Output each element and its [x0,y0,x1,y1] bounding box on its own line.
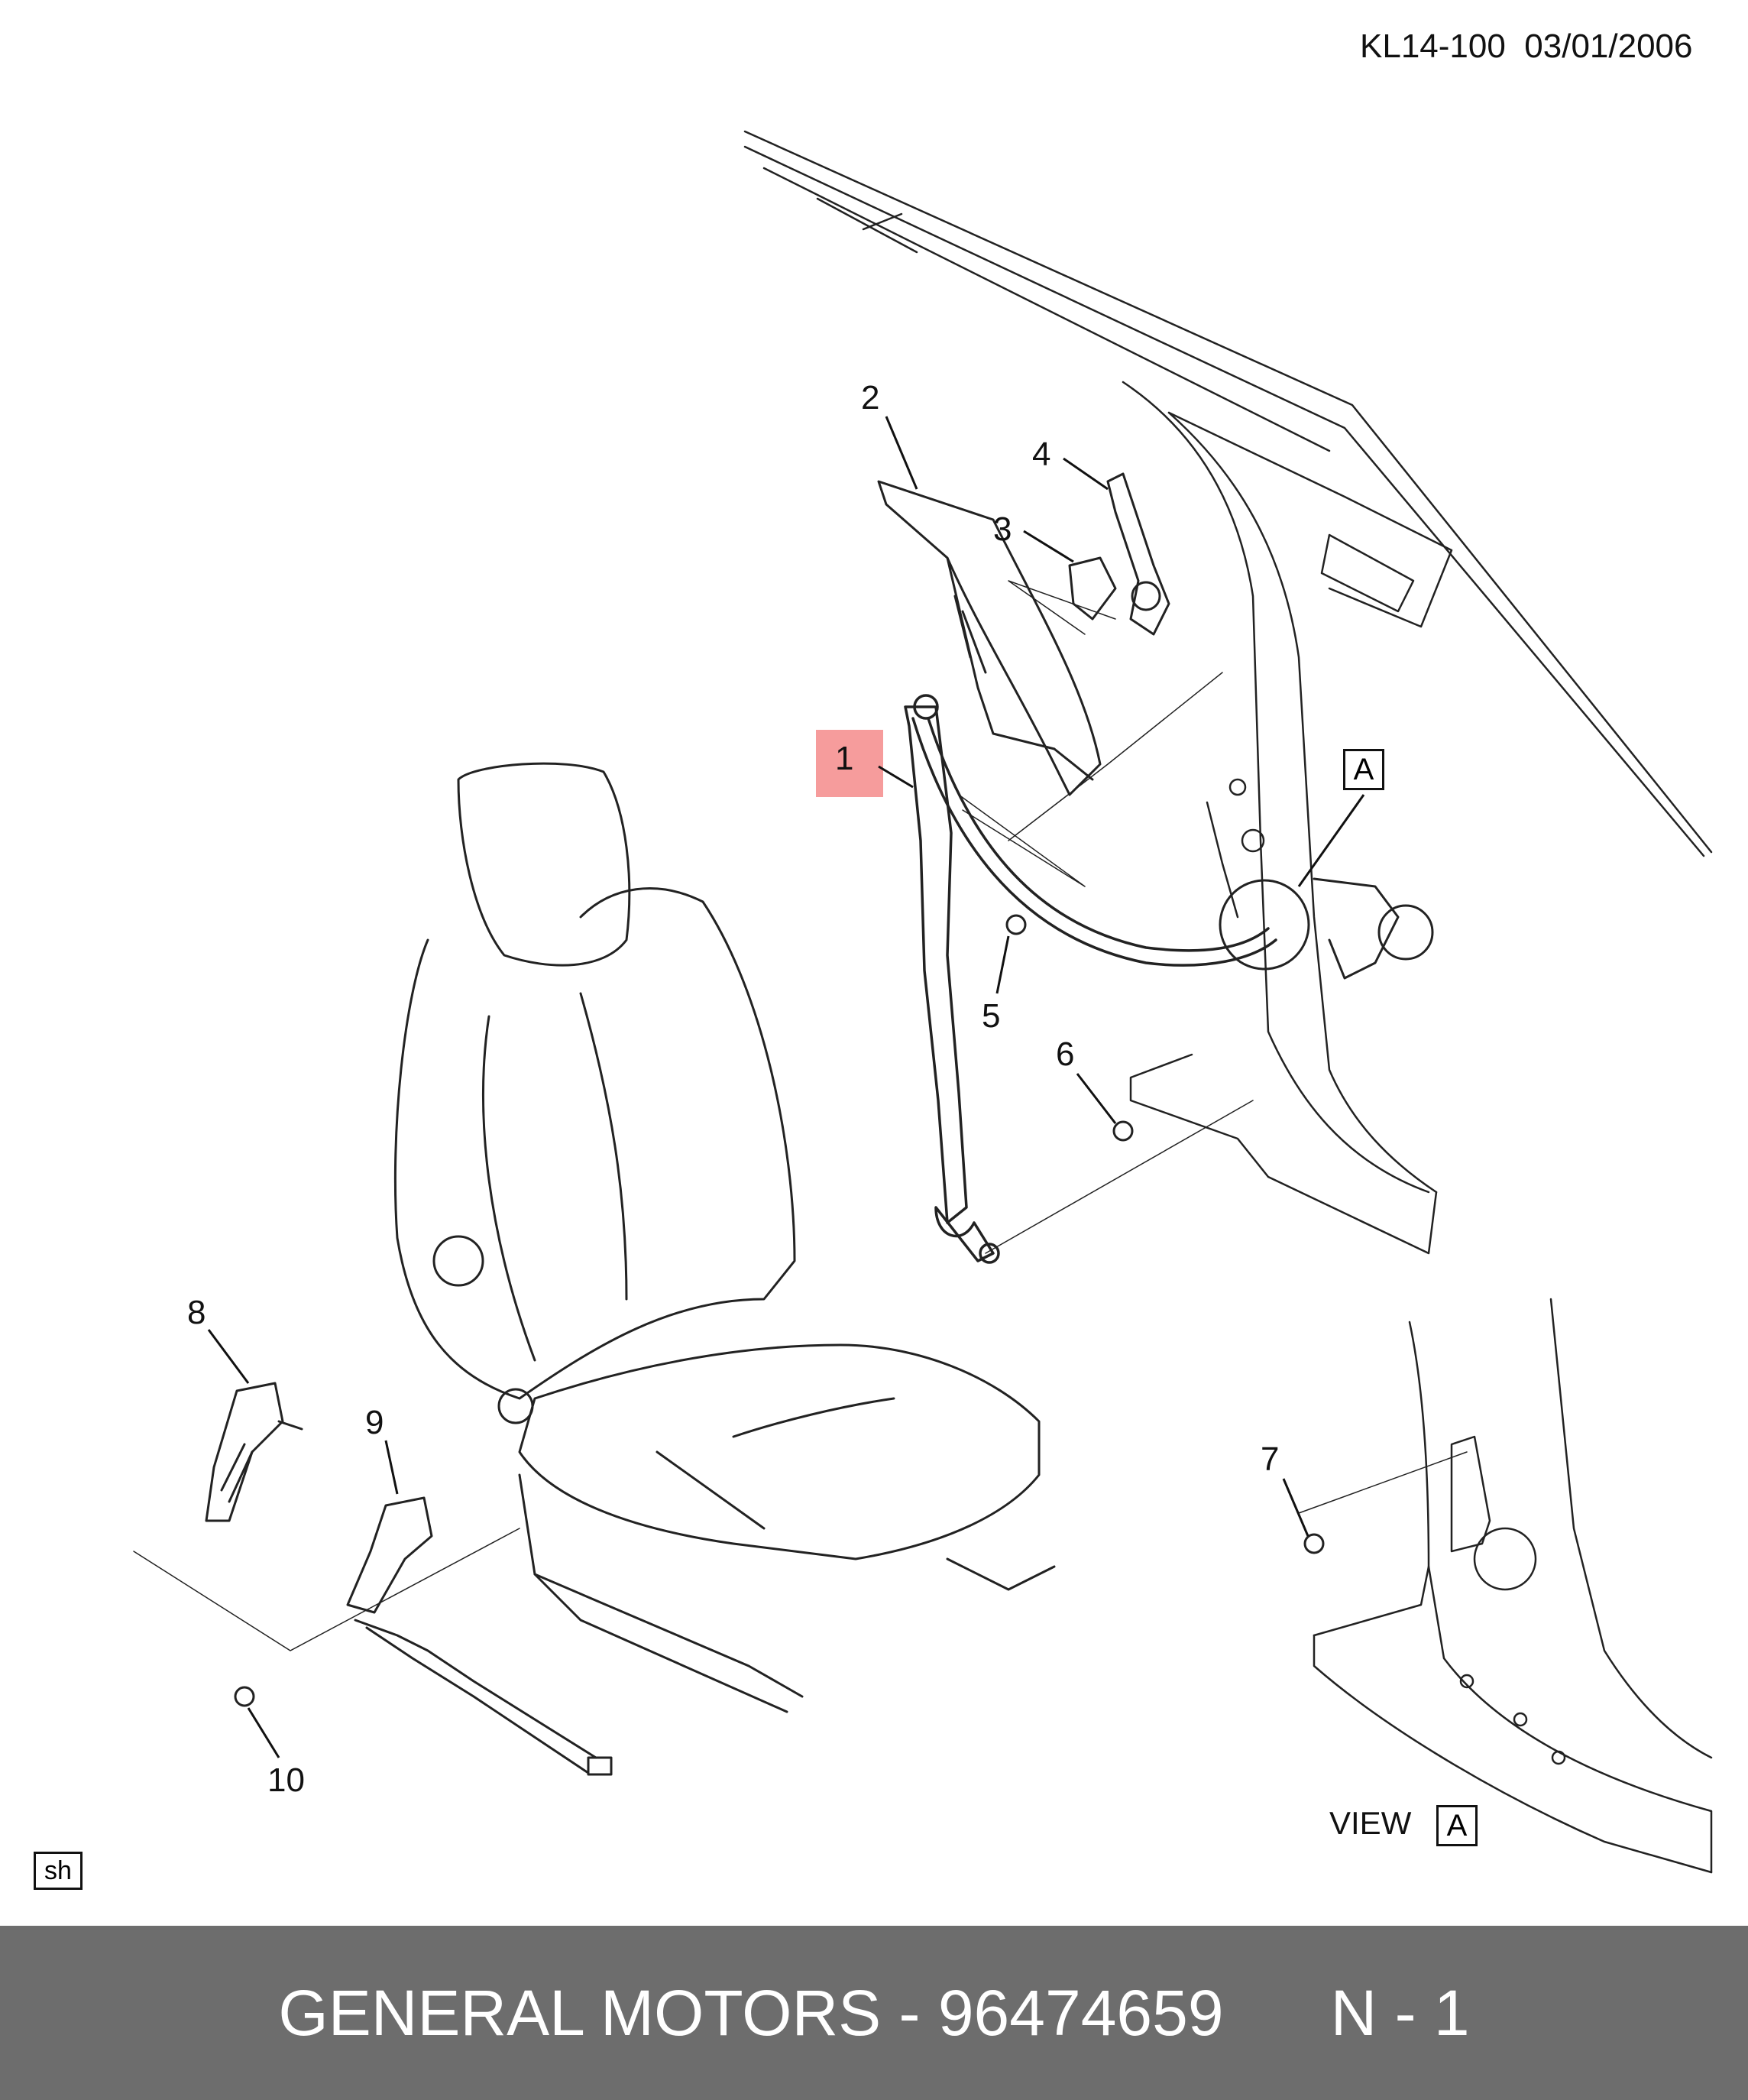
buckle-right [346,1496,613,1776]
view-a-marker: A [1343,749,1384,790]
retractor-circle [1219,877,1434,980]
callout-7: 7 [1261,1441,1280,1478]
footer-brand: GENERAL MOTORS [278,1976,882,2049]
footer-page: N - 1 [1330,1976,1470,2049]
view-label: VIEW [1329,1805,1411,1842]
callout-9: 9 [365,1404,384,1441]
seat [393,762,1056,1713]
roof-rail [743,130,1713,857]
header-ref: KL14-100 03/01/2006 [1360,28,1693,66]
fasteners [234,914,1325,1707]
b-pillar [1122,381,1438,1255]
view-label-prefix: VIEW [1329,1805,1412,1841]
callout-1-highlight [816,730,883,797]
view-label-letter: A [1436,1805,1478,1846]
corner-tag: sh [34,1852,83,1890]
parts-diagram [133,130,1713,1874]
buckle-left [205,1382,303,1522]
ref-code: KL14-100 [1360,28,1506,65]
leader-lines [133,580,1468,1651]
callout-leaders [207,416,1365,1758]
callout-8: 8 [187,1294,206,1331]
ref-date: 03/01/2006 [1524,28,1693,65]
callout-6: 6 [1056,1035,1075,1073]
guide-bracket [1068,556,1117,621]
callout-4: 4 [1032,436,1051,473]
view-a-detail [1313,1298,1713,1874]
callout-10: 10 [267,1761,305,1799]
footer-part-number: 96474659 [937,1976,1224,2049]
callout-2: 2 [861,379,880,416]
footer-bar: GENERAL MOTORS - 96474659 N - 1 [0,1926,1748,2100]
height-adjuster [1106,472,1170,636]
callout-1: 1 [835,740,854,777]
callout-3: 3 [993,510,1012,548]
footer-separator: - [898,1976,921,2049]
callout-5: 5 [982,997,1001,1035]
